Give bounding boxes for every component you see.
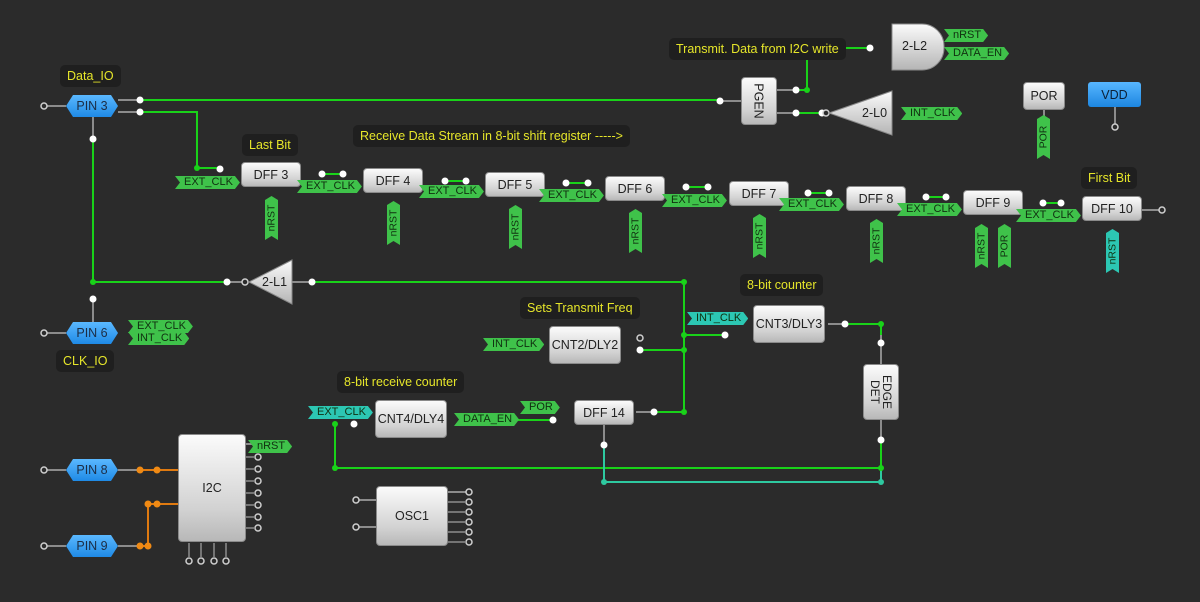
pin-3[interactable]: PIN 3 (66, 95, 118, 117)
gate-2-l1-label: 2-L1 (262, 275, 288, 289)
vtag-label: POR (998, 234, 1011, 258)
dff-8[interactable]: DFF 8 (846, 186, 906, 211)
vtag-nrst-dff7[interactable]: nRST (753, 214, 766, 258)
tag-int-clk-cnt3[interactable]: INT_CLK (687, 312, 748, 325)
vtag-por-por[interactable]: POR (1037, 115, 1050, 159)
note-data-io: Data_IO (60, 65, 121, 87)
tag-ext-clk-dff5[interactable]: EXT_CLK (419, 185, 484, 198)
dff-4[interactable]: DFF 4 (363, 168, 423, 193)
cnt3-dly3[interactable]: CNT3/DLY3 (753, 305, 825, 343)
tag-data-en-cnt4[interactable]: DATA_EN (454, 413, 519, 426)
por-block[interactable]: POR (1023, 82, 1065, 110)
note-last-bit: Last Bit (242, 134, 298, 156)
vtag-nrst-dff8[interactable]: nRST (870, 219, 883, 263)
tag-int-clk-l0[interactable]: INT_CLK (901, 107, 962, 120)
tag-ext-clk-cnt4[interactable]: EXT_CLK (308, 406, 373, 419)
buffer-2-l0-shape[interactable] (827, 90, 893, 136)
wire-nodes (89, 44, 1065, 449)
tag-int-clk-cnt2[interactable]: INT_CLK (483, 338, 544, 351)
pgen-label: PGEN (752, 83, 766, 119)
vtag-label: nRST (265, 204, 278, 232)
active-junctions (90, 87, 884, 471)
vtag-nrst-dff4[interactable]: nRST (387, 201, 400, 245)
vtag-nrst-dff9[interactable]: nRST (975, 224, 988, 268)
tag-ext-clk-dff9[interactable]: EXT_CLK (897, 203, 962, 216)
note-clk-io: CLK_IO (56, 350, 115, 372)
tag-nrst-l2[interactable]: nRST (944, 29, 988, 42)
vtag-label: nRST (870, 227, 883, 255)
vdd-rail[interactable]: VDD (1088, 82, 1141, 107)
vtag-label: POR (1037, 125, 1050, 149)
gate-2-l0-label: 2-L0 (862, 106, 888, 120)
i2c-junctions (136, 466, 161, 550)
dff-5[interactable]: DFF 5 (485, 172, 545, 197)
pin-6[interactable]: PIN 6 (66, 322, 118, 344)
note-transmit: Transmit. Data from I2C write (669, 38, 846, 60)
tag-ext-clk-dff7[interactable]: EXT_CLK (662, 194, 727, 207)
vtag-label: nRST (629, 217, 642, 245)
tag-ext-clk-dff8[interactable]: EXT_CLK (779, 198, 844, 211)
note-first-bit: First Bit (1081, 167, 1138, 189)
vtag-label: nRST (1106, 237, 1119, 265)
note-receive-stream: Receive Data Stream in 8-bit shift regis… (353, 125, 630, 147)
vtag-label: nRST (753, 222, 766, 250)
dff-14[interactable]: DFF 14 (574, 400, 634, 425)
vtag-label: nRST (387, 209, 400, 237)
note-transmit-freq: Sets Transmit Freq (520, 297, 640, 319)
dff-6[interactable]: DFF 6 (605, 176, 665, 201)
tag-ext-clk-dff3[interactable]: EXT_CLK (175, 176, 240, 189)
tag-int-clk-pin6[interactable]: INT_CLK (128, 332, 189, 345)
vtag-nrst-dff3[interactable]: nRST (265, 196, 278, 240)
vtag-por-dff9[interactable]: POR (998, 224, 1011, 268)
vtag-nrst-dff5[interactable]: nRST (509, 205, 522, 249)
osc1-block[interactable]: OSC1 (376, 486, 448, 546)
i2c-wires (140, 469, 178, 547)
edge-det-label: EDGE DET (868, 374, 895, 410)
pin-9[interactable]: PIN 9 (66, 535, 118, 557)
open-terminals (40, 102, 1166, 565)
gate-2-l2-label: 2-L2 (902, 39, 928, 53)
tag-nrst-i2c[interactable]: nRST (248, 440, 292, 453)
and-gate-2-l2-shape[interactable] (891, 23, 945, 71)
tag-data-en-l2[interactable]: DATA_EN (944, 47, 1009, 60)
note-receive-counter: 8-bit receive counter (337, 371, 465, 393)
pin-8[interactable]: PIN 8 (66, 459, 118, 481)
vtag-nrst-dff6[interactable]: nRST (629, 209, 642, 253)
pgen-block[interactable]: PGEN (741, 77, 777, 125)
cnt4-dly4[interactable]: CNT4/DLY4 (375, 400, 447, 438)
dff-10[interactable]: DFF 10 (1082, 196, 1142, 221)
teal-wires (603, 445, 882, 483)
vtag-label: nRST (975, 232, 988, 260)
dff-7[interactable]: DFF 7 (729, 181, 789, 206)
tag-ext-clk-dff4[interactable]: EXT_CLK (297, 180, 362, 193)
edge-detect[interactable]: EDGE DET (863, 364, 899, 420)
i2c-block[interactable]: I2C (178, 434, 246, 542)
cnt2-dly2[interactable]: CNT2/DLY2 (549, 326, 621, 364)
tag-ext-clk-pin6[interactable]: EXT_CLK (128, 320, 193, 333)
tag-ext-clk-dff6[interactable]: EXT_CLK (539, 189, 604, 202)
tag-ext-clk-dff10[interactable]: EXT_CLK (1016, 209, 1081, 222)
dff-9[interactable]: DFF 9 (963, 190, 1023, 215)
dff-3[interactable]: DFF 3 (241, 162, 301, 187)
vtag-nrst-dff10[interactable]: nRST (1106, 229, 1119, 273)
vtag-label: nRST (509, 213, 522, 241)
note-8bit-counter: 8-bit counter (740, 274, 824, 296)
buffer-2-l1-shape[interactable] (247, 259, 293, 305)
tag-por-dff14[interactable]: POR (520, 401, 560, 414)
